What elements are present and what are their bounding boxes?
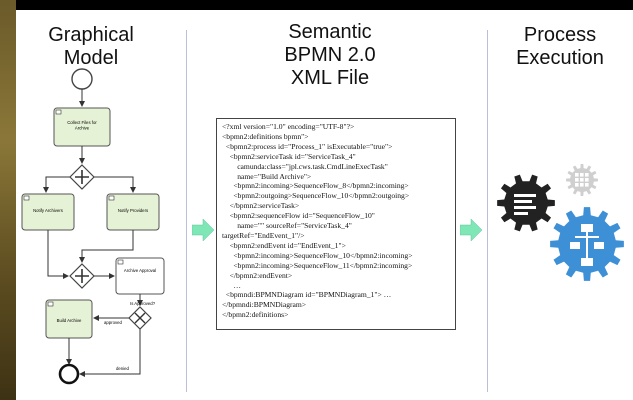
heading-line: Semantic (288, 21, 372, 43)
sequence-flow (47, 230, 69, 279)
xml-line: <bpmn2:process id="Process_1" isExecutab… (222, 141, 393, 151)
task-label: Build Archive (57, 318, 82, 323)
xml-line: <bpmndi:BPMNDiagram id="BPMNDiagram_1"> … (222, 290, 392, 300)
gateway-plus-icon (75, 269, 89, 283)
gears-illustration (497, 164, 624, 281)
doc-line (514, 212, 528, 215)
gateway-plus-icon (75, 170, 89, 184)
sequence-flow (79, 329, 141, 377)
service-task-icon (23, 195, 30, 201)
graphical-model-heading: Graphical Model (26, 24, 156, 70)
arrow-to-xml (192, 219, 214, 241)
xml-line: <?xml version="1.0" encoding="UTF-8"?> (222, 122, 355, 131)
heading-line: Process (523, 24, 597, 46)
xml-line: </bpmn2:definitions> (222, 310, 289, 320)
heading-line: XML File (290, 67, 370, 89)
divider-right (487, 30, 488, 392)
xml-line: </bpmn2:serviceTask> (222, 201, 300, 211)
xml-line: <bpmn2:sequenceFlow id="SequenceFlow_10" (222, 211, 375, 221)
grid-cell (575, 173, 579, 177)
sequence-flow (94, 176, 136, 193)
xml-line: </bpmn2:endEvent> (222, 270, 293, 280)
heading-line: BPMN 2.0 (284, 44, 376, 66)
flow-node (581, 224, 593, 232)
top-decor-strip (16, 0, 633, 10)
end-event (58, 363, 80, 385)
arrow-to-execution (460, 219, 482, 241)
xml-line: camunda:class="jpl.cws.task.CmdLineExecT… (222, 161, 388, 171)
task-label: Notify Archivers (33, 208, 63, 213)
xml-line: <bpmn2:serviceTask id="ServiceTask_4" (222, 151, 356, 161)
sequence-flow (79, 230, 134, 263)
grid-cell (580, 178, 584, 182)
xml-line: <bpmn2:incoming>SequenceFlow_10</bpmn2:i… (222, 250, 413, 260)
xml-line: targetRef="EndEvent_1"/> (222, 230, 305, 240)
xml-line: <bpmn2:outgoing>SequenceFlow_10</bpmn2:o… (222, 191, 410, 201)
flow-connector (586, 232, 588, 258)
flow-node (581, 258, 593, 266)
task-label: Notify Providers (118, 208, 148, 213)
left-decor-strip (0, 0, 16, 400)
task-label: Archive Approval (124, 268, 156, 273)
xml-line: … (222, 280, 241, 290)
flow-node (570, 242, 580, 249)
xml-code-box: <?xml version="1.0" encoding="UTF-8"?><b… (216, 118, 456, 330)
service-task-icon (108, 195, 115, 201)
grid-cell (575, 183, 579, 187)
gateway-x-icon (134, 312, 146, 324)
heading-line: Execution (516, 47, 604, 69)
service-task-icon (47, 301, 54, 307)
grid-cell (585, 178, 589, 182)
flow-denied-label: denied (116, 366, 130, 371)
grid-cell (580, 173, 584, 177)
xml-line: name="" sourceRef="ServiceTask_4" (222, 221, 352, 231)
gateway-question-label: Is Approved? (130, 301, 156, 306)
user-task-icon (117, 259, 124, 265)
flow-node (594, 242, 604, 249)
flow-connector (575, 236, 599, 238)
start-event (71, 68, 93, 90)
doc-line (514, 194, 536, 197)
divider-left (186, 30, 187, 392)
xml-line: <bpmn2:definitions bpmn"> (222, 131, 309, 141)
heading-line: Model (63, 47, 119, 69)
process-execution-heading: Process Execution (500, 24, 620, 70)
grid-cell (580, 183, 584, 187)
flow-approved-label: approved (104, 320, 123, 325)
xml-line: </bpmndi:BPMNDiagram> (222, 300, 307, 310)
doc-line (514, 200, 532, 203)
semantic-xml-heading: Semantic BPMN 2.0 XML File (260, 21, 400, 90)
service-task-icon (55, 109, 62, 115)
heading-line: Graphical (48, 24, 134, 46)
doc-line (514, 206, 536, 209)
grid-cell (585, 183, 589, 187)
sequence-flow (43, 176, 70, 193)
grid-cell (575, 178, 579, 182)
xml-line: <bpmn2:incoming>SequenceFlow_8</bpmn2:in… (222, 181, 409, 191)
grid-cell (585, 173, 589, 177)
xml-line: <bpmn2:incoming>SequenceFlow_11</bpmn2:i… (222, 260, 413, 270)
xml-line: <bpmn2:endEvent id="EndEvent_1"> (222, 240, 346, 250)
xml-line: name="Build Archive"> (222, 171, 312, 181)
